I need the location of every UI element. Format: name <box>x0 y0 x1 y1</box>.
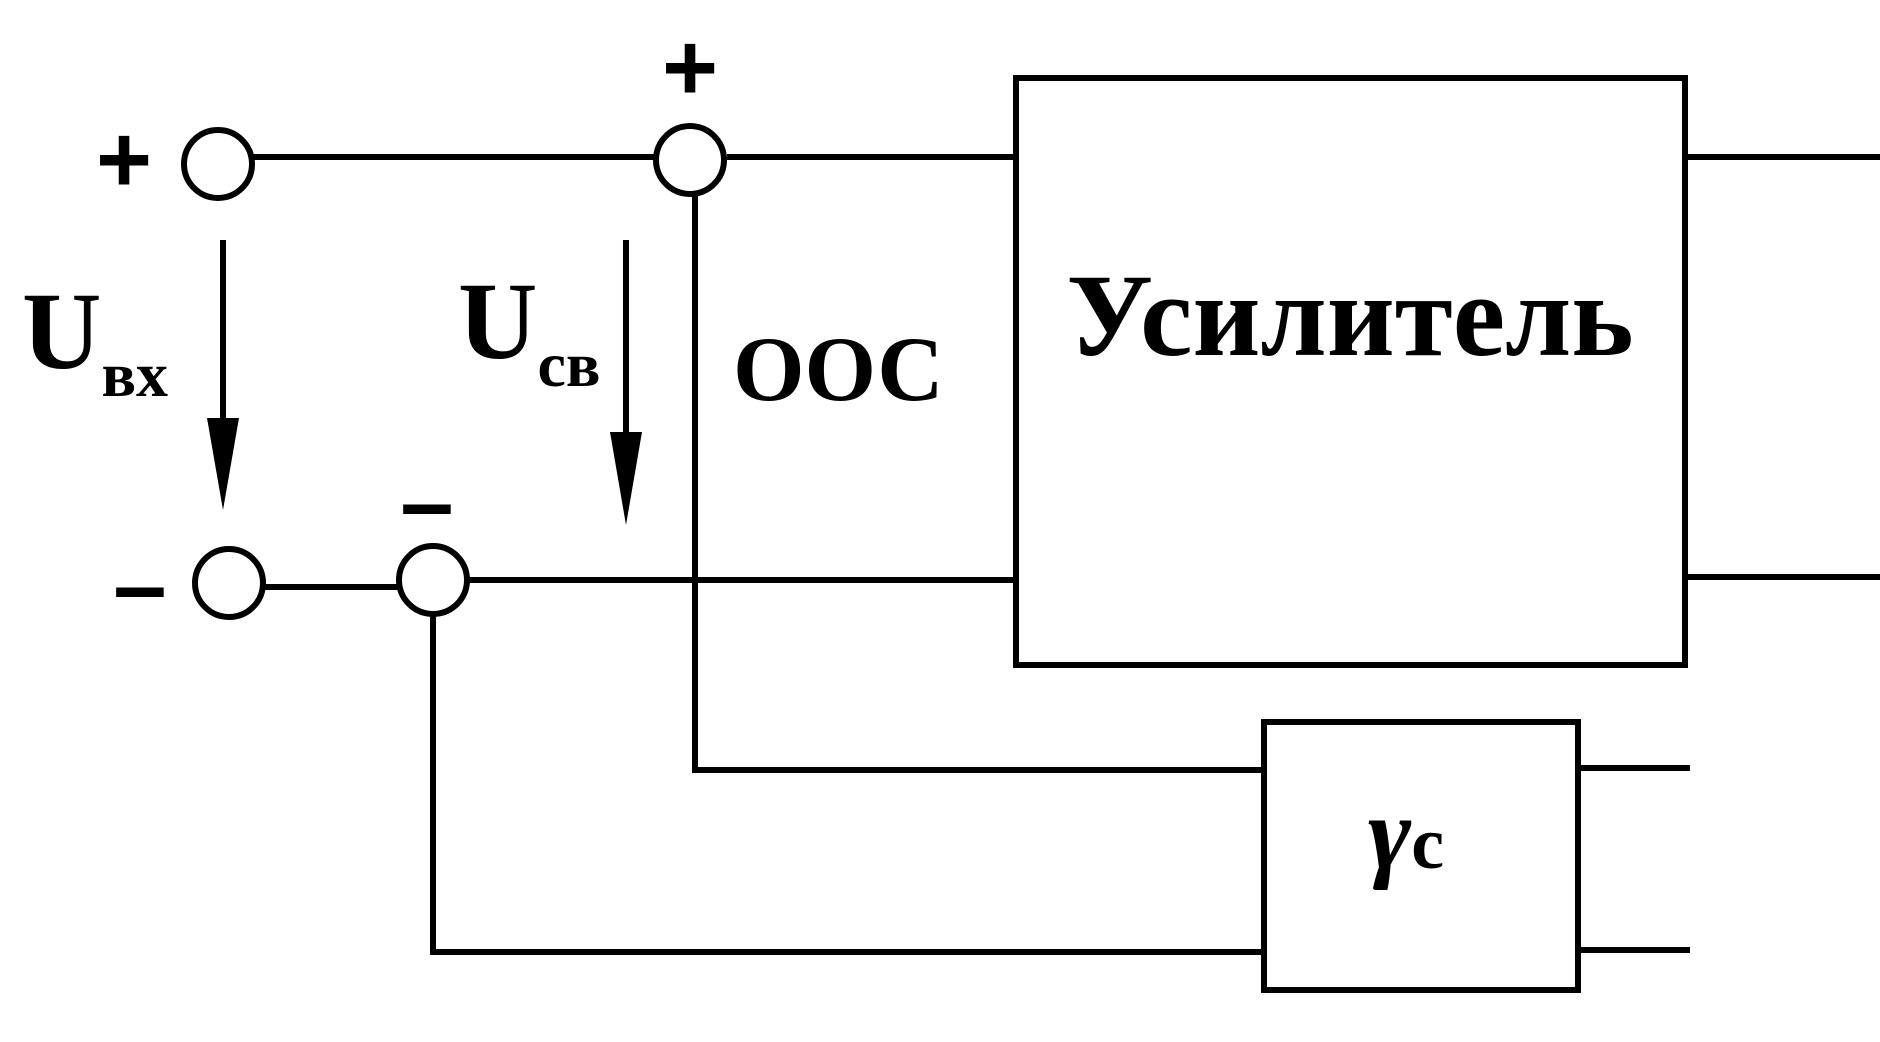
amp-minus-sign: – <box>400 449 453 556</box>
input-voltage-arrowhead <box>207 418 239 510</box>
amplifier-label: Усилитель <box>1066 250 1633 381</box>
feedback-block-label-sub: c <box>1411 803 1444 885</box>
input-minus-terminal <box>192 546 266 620</box>
voltage-arrows <box>207 240 642 525</box>
input-minus-sign: – <box>113 532 166 639</box>
amp-plus-sign: + <box>662 14 718 121</box>
input-voltage-label-main: U <box>22 270 101 392</box>
input-plus-terminal <box>181 127 255 201</box>
terminals <box>181 123 727 620</box>
feedback-block-label: γc <box>1368 776 1444 891</box>
feedback-voltage-arrowhead <box>610 432 642 525</box>
feedback-voltage-label-main: U <box>458 260 537 382</box>
amp-plus-terminal <box>653 123 727 197</box>
wire-feedback-upper <box>692 194 1269 773</box>
wires <box>249 154 1880 955</box>
amp-minus-terminal <box>396 543 470 617</box>
feedback-voltage-label-sub: св <box>537 329 600 400</box>
input-plus-sign: + <box>96 106 152 213</box>
feedback-block-label-main: γ <box>1368 776 1412 891</box>
input-voltage-label: Uвх <box>22 270 168 410</box>
feedback-type-label: ООС <box>733 318 944 420</box>
feedback-block <box>1261 719 1581 993</box>
amplifier-block <box>1013 75 1688 668</box>
feedback-voltage-label: Uсв <box>458 260 600 400</box>
input-voltage-label-sub: вх <box>101 339 168 410</box>
wire-feedback-lower <box>430 611 1269 955</box>
